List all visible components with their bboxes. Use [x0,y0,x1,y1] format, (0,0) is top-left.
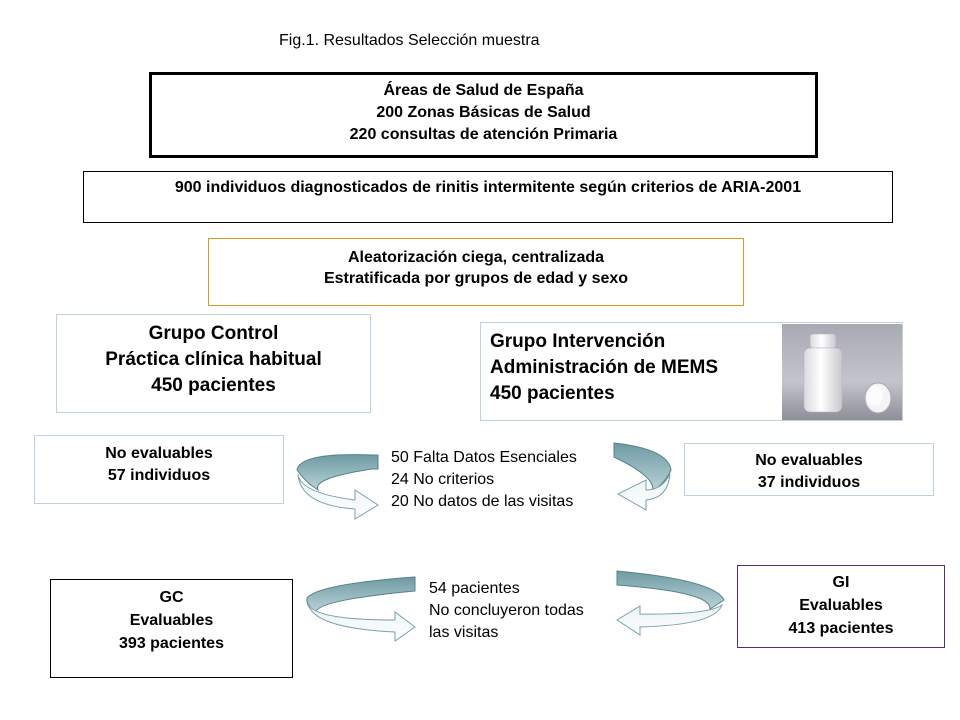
dropout-line-3: las visitas [429,624,499,641]
randomization-line-1: Aleatorización ciega, centralizada [347,249,605,266]
areas-line-3: 220 consultas de atención Primaria [349,126,618,143]
box-randomization: Aleatorización ciega, centralizada Estra… [208,238,744,306]
dropout-line-1: 54 pacientes [429,580,520,597]
exclusion-reasons: 50 Falta Datos Esenciales 24 No criterio… [391,447,577,513]
gc-line-2: Evaluables [129,612,214,629]
gi-line-3: 413 pacientes [788,620,894,637]
arrow-right-lower [616,570,725,610]
reason-1: 50 Falta Datos Esenciales [391,449,577,466]
gc-line-3: 393 pacientes [119,635,224,652]
box-gi-evaluable: GI Evaluables 413 pacientes [737,565,945,648]
pill-bottle-icon [782,324,902,420]
gi-line-2: Evaluables [799,597,883,614]
dropout-note: 54 pacientes No concluyeron todas las vi… [429,578,584,644]
gc-line-1: GC [159,589,184,606]
dropout-line-2: No concluyeron todas [429,602,584,619]
control-line-3: 450 pacientes [151,375,276,396]
figure-title: Fig.1. Resultados Selección muestra [279,32,540,49]
arrow-right-upper [613,442,672,494]
randomization-line-2: Estratificada por grupos de edad y sexo [323,270,629,287]
control-line-1: Grupo Control [148,323,279,344]
diagnosed-text: 900 individuos diagnosticados de rinitis… [174,179,802,196]
box-gc-evaluable: GC Evaluables 393 pacientes [50,579,293,678]
box-not-evaluable-intervention: No evaluables 37 individuos [684,443,934,496]
arrow-left-upper [296,454,379,492]
arrow-right-upper-return [616,473,671,511]
control-line-2: Práctica clínica habitual [105,349,322,370]
ne-intervention-line-2: 37 individuos [757,474,861,491]
ne-control-line-1: No evaluables [105,445,213,462]
intervention-line-2: Administración de MEMS [490,357,719,378]
box-health-areas: Áreas de Salud de España 200 Zonas Básic… [149,72,818,158]
areas-line-2: 200 Zonas Básicas de Salud [376,104,591,121]
areas-line-1: Áreas de Salud de España [383,82,584,99]
ne-intervention-line-1: No evaluables [755,452,863,469]
intervention-line-3: 450 pacientes [490,383,615,404]
box-diagnosed: 900 individuos diagnosticados de rinitis… [83,171,893,223]
box-not-evaluable-control: No evaluables 57 individuos [34,435,284,504]
reason-2: 24 No criterios [391,471,495,488]
arrow-left-lower-return [307,602,416,642]
reason-3: 20 No datos de las visitas [391,493,574,510]
box-control-group: Grupo Control Práctica clínica habitual … [56,314,371,413]
gi-line-1: GI [832,574,850,591]
arrow-left-upper-return [297,473,379,520]
ne-control-line-2: 57 individuos [107,467,211,484]
intervention-line-1: Grupo Intervención [490,331,666,352]
arrow-right-lower-return [616,603,723,636]
arrow-left-lower [306,576,416,613]
